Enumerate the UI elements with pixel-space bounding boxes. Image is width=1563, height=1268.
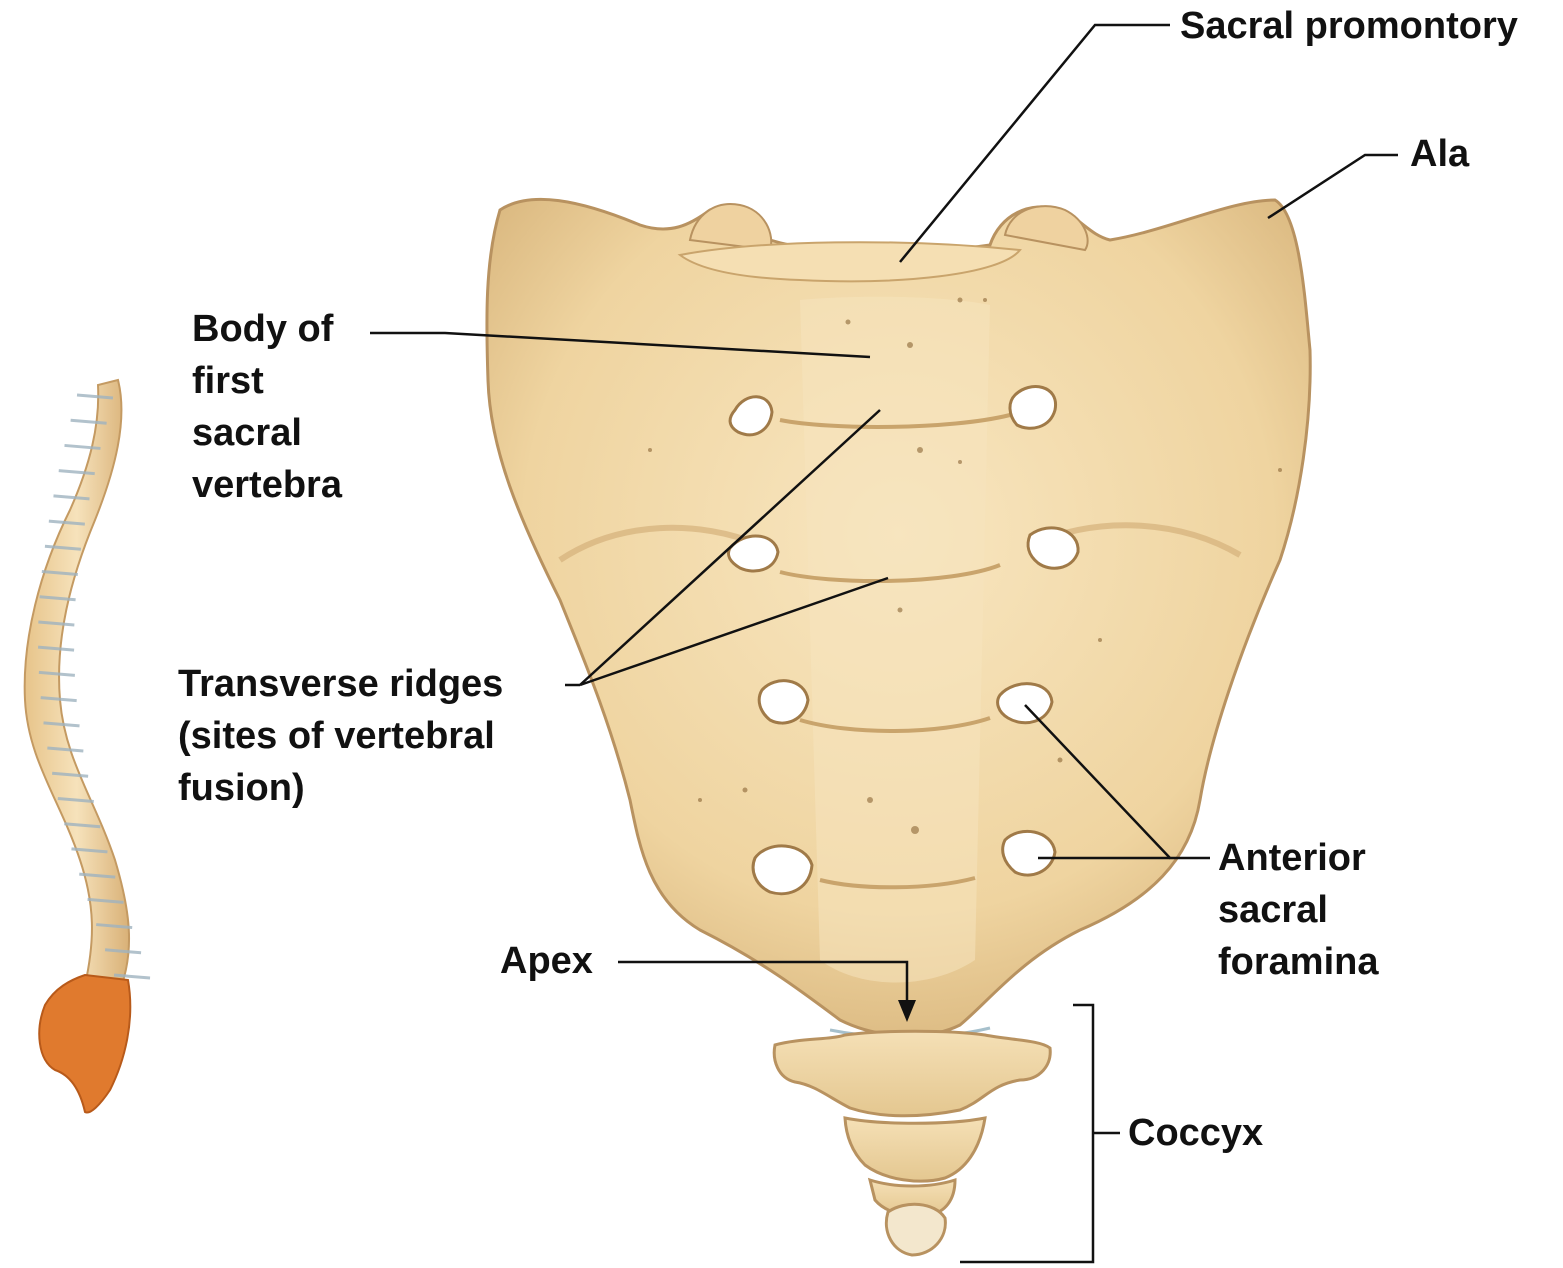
label-apex: Apex <box>500 935 593 987</box>
label-line: sacral <box>1218 884 1378 936</box>
coccyx-bone <box>774 1031 1050 1255</box>
vertebral-column-thumbnail <box>25 380 150 1113</box>
label-sacral-promontory: Sacral promontory <box>1180 0 1518 52</box>
leader-ala <box>1268 155 1398 218</box>
sacrum-highlight-shape <box>39 975 130 1113</box>
label-coccyx: Coccyx <box>1128 1107 1263 1159</box>
label-line: fusion) <box>178 762 503 814</box>
label-line: first <box>192 355 342 407</box>
label-anterior-sacral-foramina: Anterior sacral foramina <box>1218 832 1378 988</box>
label-ala: Ala <box>1410 128 1469 180</box>
label-body-of-first-sacral-vertebra: Body of first sacral vertebra <box>192 303 342 511</box>
sacrum-bone <box>487 199 1310 1037</box>
label-line: sacral <box>192 407 342 459</box>
label-line: Transverse ridges <box>178 658 503 710</box>
label-line: (sites of vertebral <box>178 710 503 762</box>
label-line: vertebra <box>192 459 342 511</box>
label-line: foramina <box>1218 936 1378 988</box>
label-line: Body of <box>192 303 342 355</box>
label-transverse-ridges: Transverse ridges (sites of vertebral fu… <box>178 658 503 814</box>
label-line: Anterior <box>1218 832 1378 884</box>
